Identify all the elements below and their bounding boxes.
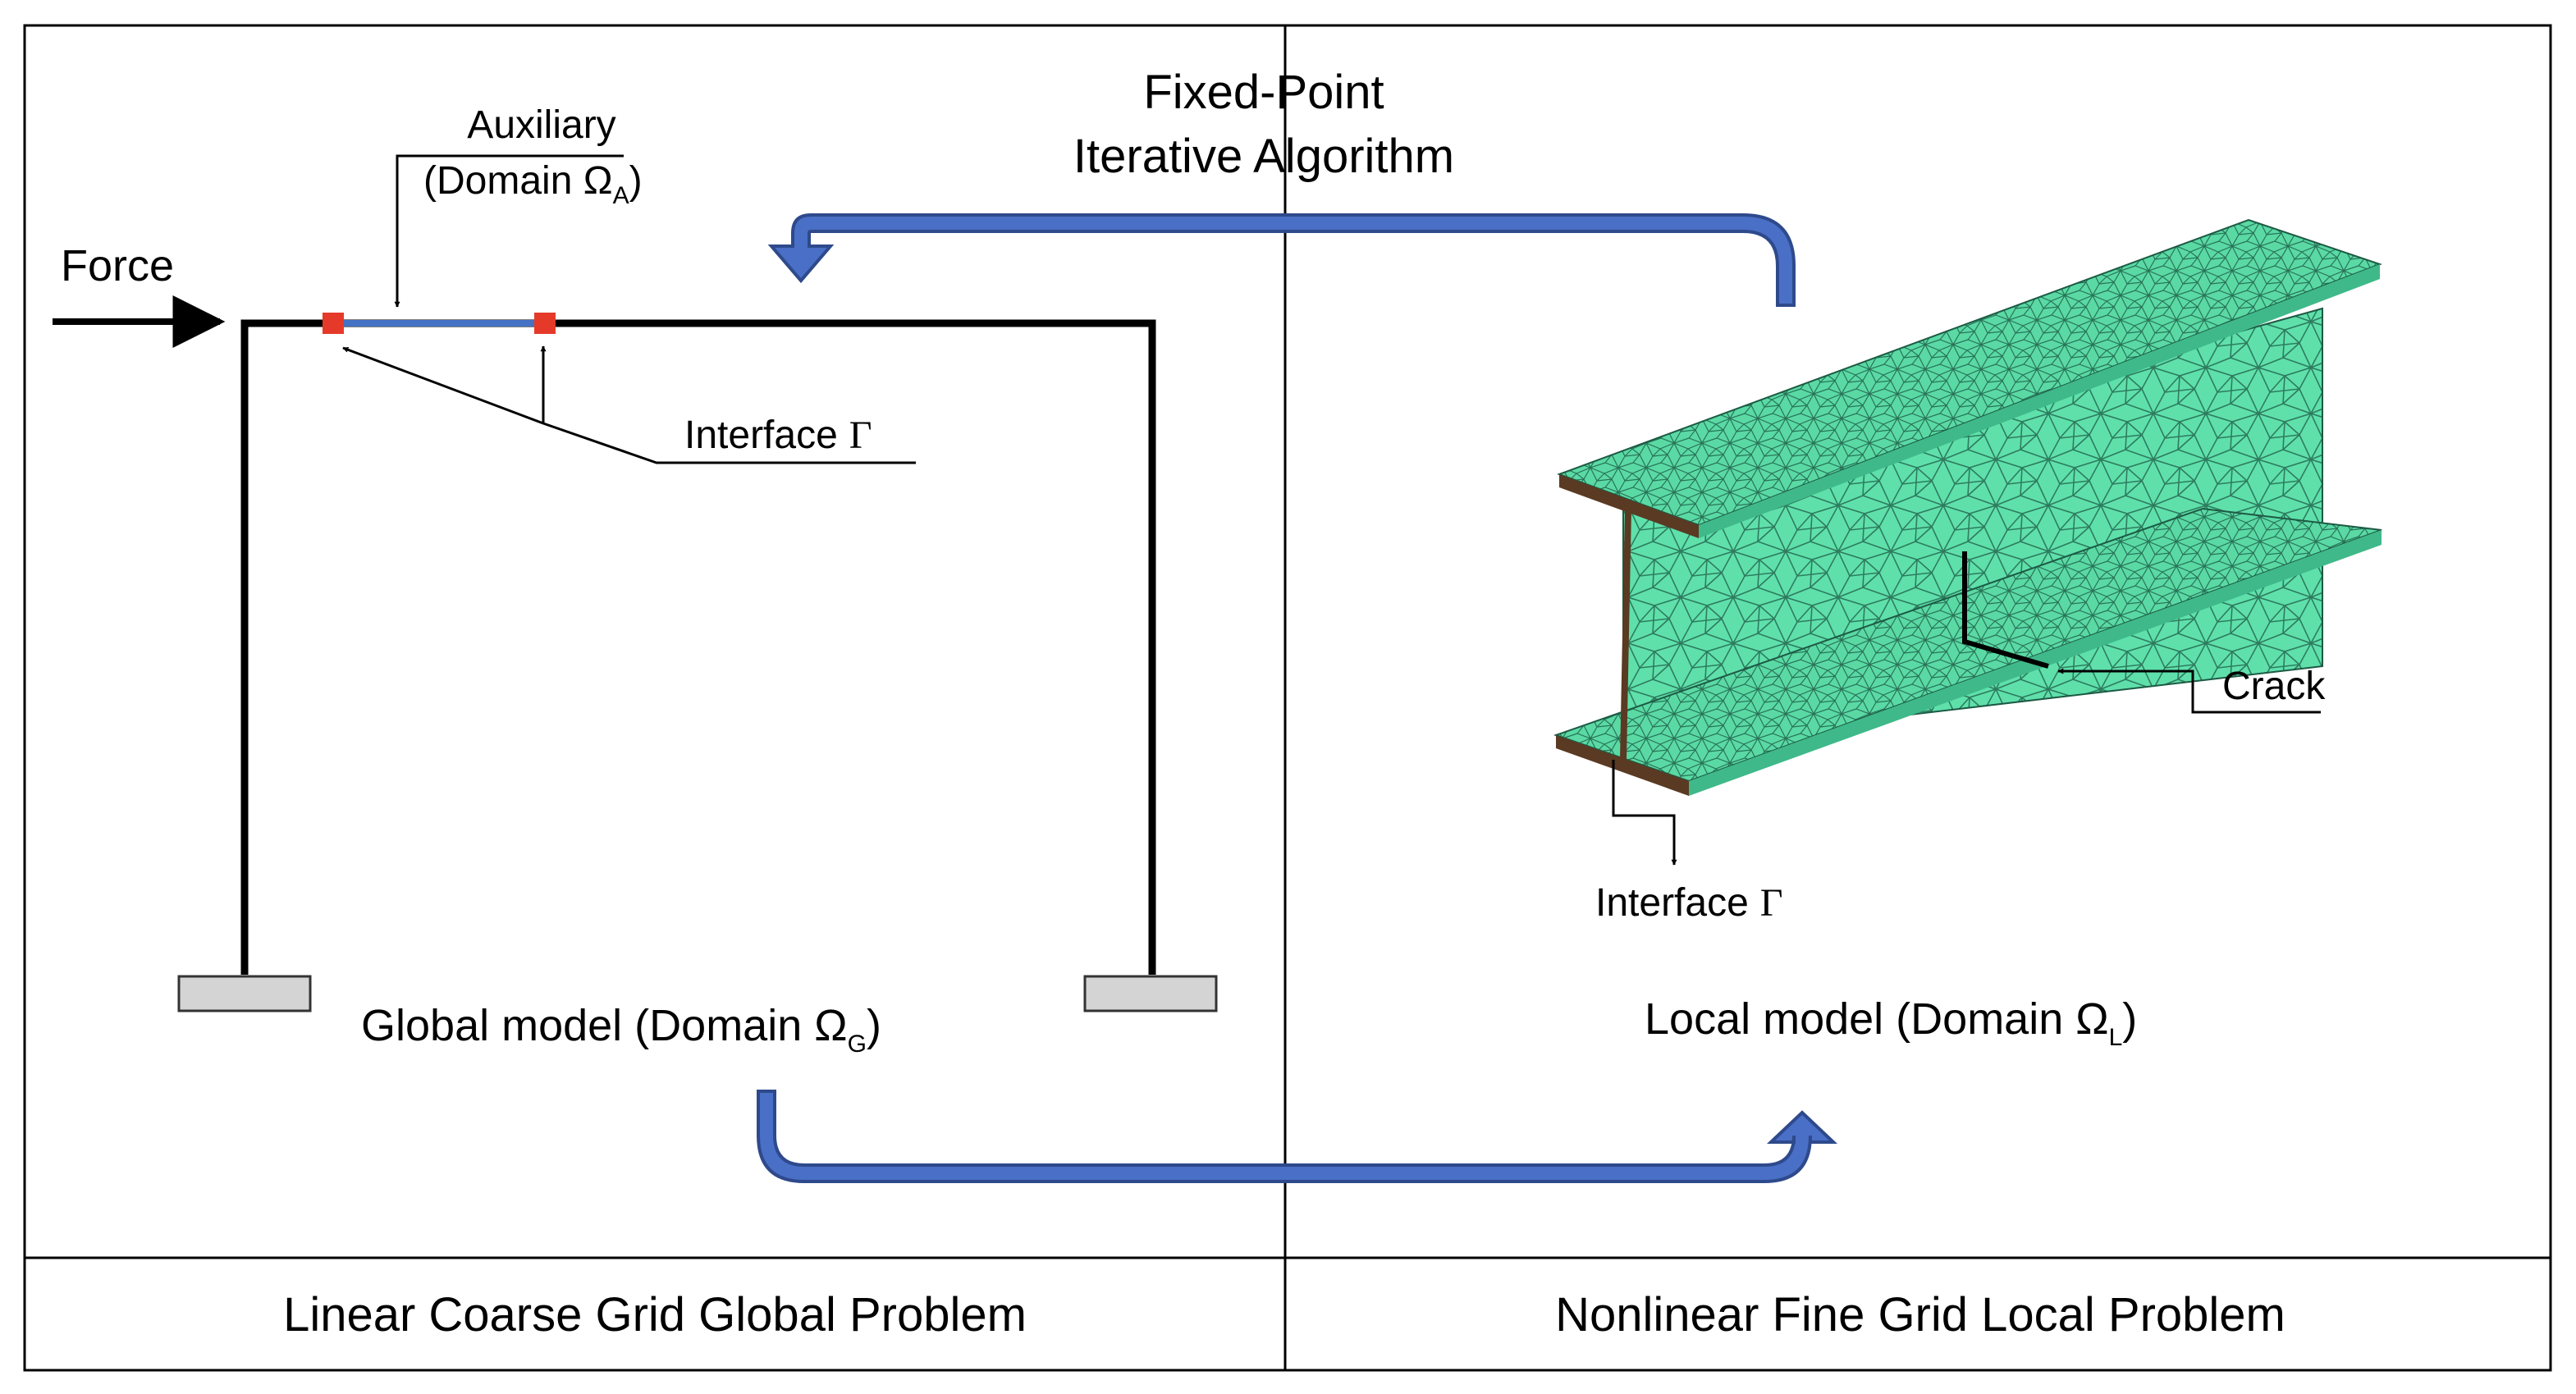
global-interface-leader bbox=[542, 422, 916, 464]
i-beam-mesh bbox=[1553, 218, 2382, 796]
algorithm-title-line2: Iterative Algorithm bbox=[1073, 130, 1454, 183]
local-model-label: Local model (Domain ΩL) bbox=[1645, 994, 2137, 1051]
local-problem-label: Nonlinear Fine Grid Local Problem bbox=[1555, 1288, 2285, 1341]
auxiliary-label: Auxiliary bbox=[467, 103, 615, 147]
crack-label: Crack bbox=[2222, 665, 2326, 708]
support-left bbox=[177, 975, 312, 1012]
outer-frame bbox=[23, 24, 2552, 1372]
portal-frame bbox=[240, 319, 1156, 975]
crack-leader bbox=[2057, 668, 2321, 714]
auxiliary-domain-label: (Domain ΩA) bbox=[423, 159, 643, 209]
crack-mark bbox=[1962, 551, 2049, 669]
global-model-label: Global model (Domain ΩG) bbox=[361, 1001, 881, 1058]
interface-node-left bbox=[323, 313, 344, 334]
flow-arrow-global-to-local bbox=[757, 1090, 1838, 1183]
flow-arrow-local-to-global bbox=[767, 213, 1796, 307]
auxiliary-leader bbox=[394, 154, 624, 308]
local-interface-leader bbox=[1612, 760, 1677, 866]
global-problem-label: Linear Coarse Grid Global Problem bbox=[283, 1288, 1027, 1341]
support-right bbox=[1083, 975, 1218, 1012]
force-label: Force bbox=[61, 241, 174, 290]
interface-node-right bbox=[534, 313, 556, 334]
global-interface-arrow-left bbox=[342, 346, 544, 425]
algorithm-title-line1: Fixed-Point bbox=[1143, 66, 1384, 119]
